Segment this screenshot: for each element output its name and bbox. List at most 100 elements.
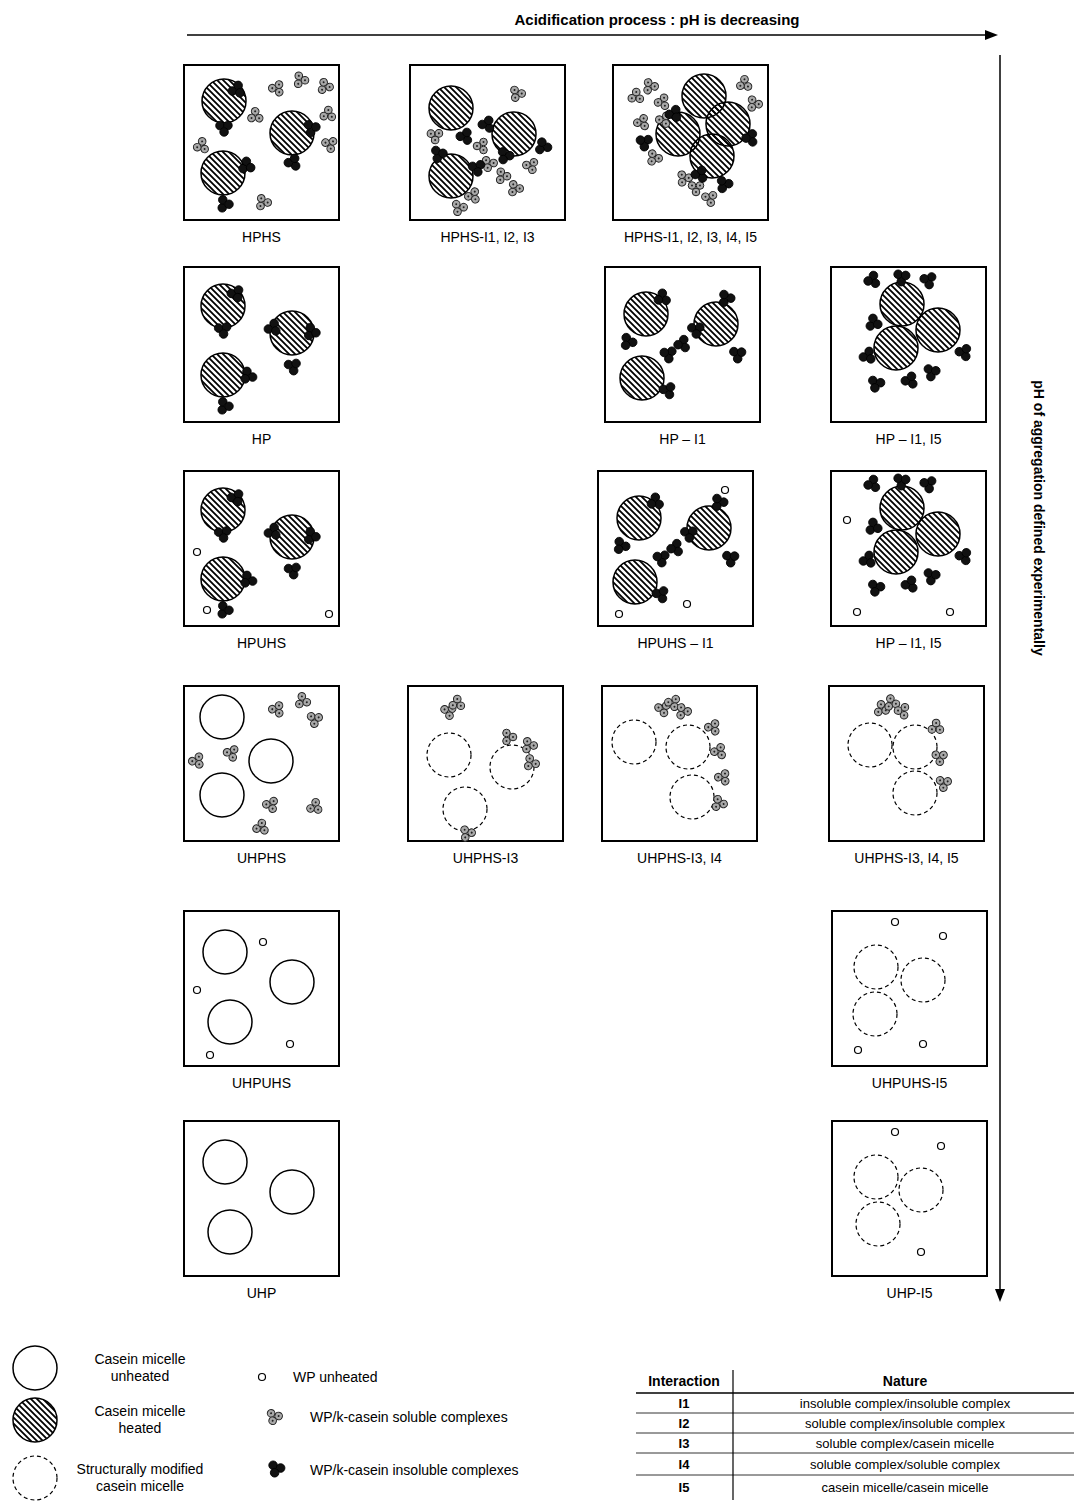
whey-protein — [259, 1374, 266, 1381]
insoluble-complex — [616, 332, 638, 354]
soluble-complex — [456, 822, 477, 843]
insoluble-complex — [214, 526, 233, 543]
insoluble-complex — [283, 151, 304, 172]
insoluble-complex — [680, 527, 698, 543]
modified-micelle — [670, 775, 714, 819]
table-cell: soluble complex/soluble complex — [810, 1456, 1000, 1473]
whey-protein — [892, 1129, 899, 1136]
panel-label: UHPUHS-I5 — [872, 1075, 947, 1092]
whey-protein — [722, 487, 729, 494]
panel-illustration — [606, 268, 759, 421]
panel-illustration — [599, 472, 752, 625]
insoluble-complex — [721, 547, 742, 569]
panel-box: UHPHS-I3 — [407, 685, 564, 842]
insoluble-complex — [216, 121, 233, 136]
whey-protein — [892, 919, 899, 926]
panel-label: HPHS-I1, I2, I3 — [440, 229, 534, 246]
unheated-micelle — [249, 739, 293, 783]
heated-micelle — [624, 292, 668, 336]
panel-label: UHPHS-I3 — [453, 850, 518, 867]
panel-box: UHPHS — [183, 685, 340, 842]
panel-label: UHPHS-I3, I4, I5 — [854, 850, 958, 867]
soluble-complex — [639, 75, 659, 95]
insoluble-complex — [454, 125, 476, 146]
whey-protein — [844, 517, 851, 524]
panel-illustration — [411, 66, 564, 219]
legend-sample — [13, 1346, 57, 1390]
panel-label: HPUHS — [237, 635, 286, 652]
soluble-complex — [519, 735, 539, 755]
axis-label: Acidification process : pH is decreasing — [514, 11, 799, 28]
insoluble-complex — [715, 287, 737, 308]
whey-protein — [920, 1041, 927, 1048]
insoluble-complex — [900, 369, 921, 389]
panel-illustration — [185, 66, 338, 219]
heated-micelle — [613, 560, 657, 604]
whey-protein — [947, 609, 954, 616]
modified-micelle — [443, 787, 487, 831]
insoluble-complex — [218, 195, 234, 213]
soluble-complex — [520, 753, 541, 774]
insoluble-complex — [862, 270, 881, 290]
soluble-complex — [267, 698, 288, 718]
panel-label: HPUHS – I1 — [637, 635, 713, 652]
insoluble-complex — [892, 266, 912, 287]
soluble-complex — [315, 76, 334, 95]
insoluble-complex — [862, 474, 881, 494]
insoluble-complex — [533, 136, 553, 155]
panel-box: HPHS — [183, 64, 340, 221]
heated-micelle — [880, 282, 924, 326]
heated-micelle — [201, 353, 245, 397]
soluble-complex — [187, 751, 208, 771]
insoluble-complex — [900, 573, 921, 593]
whey-protein — [684, 601, 691, 608]
heated-micelle — [620, 356, 664, 400]
table-cell: I1 — [679, 1395, 690, 1412]
insoluble-complex — [237, 156, 258, 177]
panel-box: UHPHS-I3, I4 — [601, 685, 758, 842]
unheated-micelle — [208, 1210, 252, 1254]
panel-box: HPHS-I1, I2, I3 — [409, 64, 566, 221]
table-cell: I5 — [679, 1479, 690, 1496]
panel-box: HP – I1, I5 — [830, 266, 987, 423]
panel-illustration — [409, 687, 562, 840]
unheated-micelle — [13, 1346, 57, 1390]
unheated-micelle — [270, 960, 314, 1004]
soluble-complex — [522, 157, 541, 176]
heated-micelle — [880, 486, 924, 530]
panel-illustration — [614, 66, 767, 219]
insoluble-complex — [650, 582, 672, 604]
soluble-complex — [261, 796, 281, 815]
unheated-micelle — [203, 1140, 247, 1184]
panel-illustration — [833, 1122, 986, 1275]
whey-protein — [287, 1041, 294, 1048]
insoluble-complex — [282, 558, 304, 580]
panel-illustration — [832, 268, 985, 421]
heated-micelle — [201, 284, 245, 328]
panel-illustration — [832, 472, 985, 625]
soluble-complex — [688, 182, 704, 196]
ph-arrow — [999, 55, 1001, 1292]
insoluble-complex — [214, 322, 233, 339]
table-rule — [636, 1433, 1074, 1434]
heated-micelle — [270, 311, 314, 355]
modified-micelle — [853, 992, 897, 1036]
heated-micelle — [429, 86, 473, 130]
table-rule — [636, 1392, 1074, 1394]
unheated-micelle — [270, 1170, 314, 1214]
insoluble-complex — [857, 345, 879, 367]
soluble-complex — [703, 716, 724, 736]
insoluble-complex — [633, 131, 654, 153]
table-cell: I4 — [679, 1456, 690, 1473]
unheated-micelle — [203, 930, 247, 974]
panel-box: UHPUHS-I5 — [831, 910, 988, 1067]
soluble-complex — [252, 818, 270, 835]
heated-micelle — [874, 530, 918, 574]
panel-box: UHPHS-I3, I4, I5 — [828, 685, 985, 842]
modified-micelle — [893, 725, 937, 769]
arrow-head — [985, 30, 998, 40]
soluble-complex — [191, 137, 209, 156]
insoluble-complex — [303, 118, 322, 138]
insoluble-complex — [265, 1460, 286, 1480]
insoluble-complex — [431, 144, 449, 163]
